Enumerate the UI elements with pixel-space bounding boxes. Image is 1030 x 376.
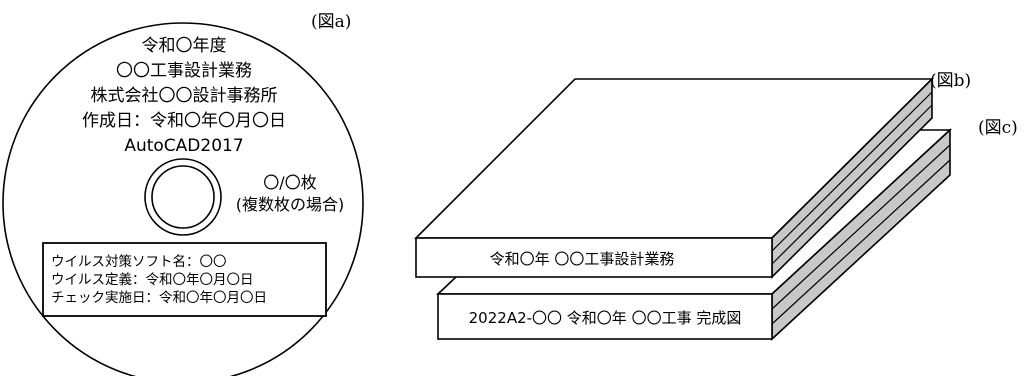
book-c-side-line-2 [771, 159, 951, 325]
disc-line-company: 株式会社〇〇設計事務所 [91, 86, 278, 106]
disc-count: 〇/〇枚 [263, 173, 316, 192]
virus-definition-date: ウイルス定義：令和〇年〇月〇日 [51, 271, 254, 288]
virus-check-box [42, 242, 327, 317]
disc-hub-inner-ring [151, 165, 215, 229]
virus-software-name: ウイルス対策ソフト名：〇〇 [51, 253, 227, 270]
figure-c-label: (図c) [978, 118, 1018, 138]
figure-a-label: (図a) [311, 12, 351, 32]
book-c-spine-title: 2022A2-〇〇 令和〇年 〇〇工事 完成図 [469, 309, 742, 327]
disc-line-created-date: 作成日：令和〇年〇月〇日 [82, 111, 286, 131]
virus-check-date: チェック実施日：令和〇年〇月〇日 [51, 290, 267, 306]
disc-count-note: (複数枚の場合) [236, 195, 345, 214]
disc-line-year: 令和〇年度 [142, 36, 227, 56]
book-b-spine-title: 令和〇年 〇〇工事設計業務 [490, 250, 675, 268]
disc-line-software: AutoCAD2017 [124, 136, 243, 156]
book-b-side-line-2 [771, 104, 933, 265]
book-b-spine [415, 237, 773, 278]
figure-b-label: (図b) [930, 71, 971, 91]
disc-line-project: 〇〇工事設計業務 [116, 61, 252, 81]
book-c-side-line-1 [771, 144, 951, 310]
book-c-spine [437, 293, 773, 340]
figure-b-book: (図b) 令和〇年 〇〇工事設計業務 [414, 71, 971, 279]
book-b-side-line-1 [771, 91, 933, 252]
figure-a-disc: (図a) 令和〇年度 〇〇工事設計業務 株式会社〇〇設計事務所 作成日：令和〇年… [2, 12, 364, 376]
